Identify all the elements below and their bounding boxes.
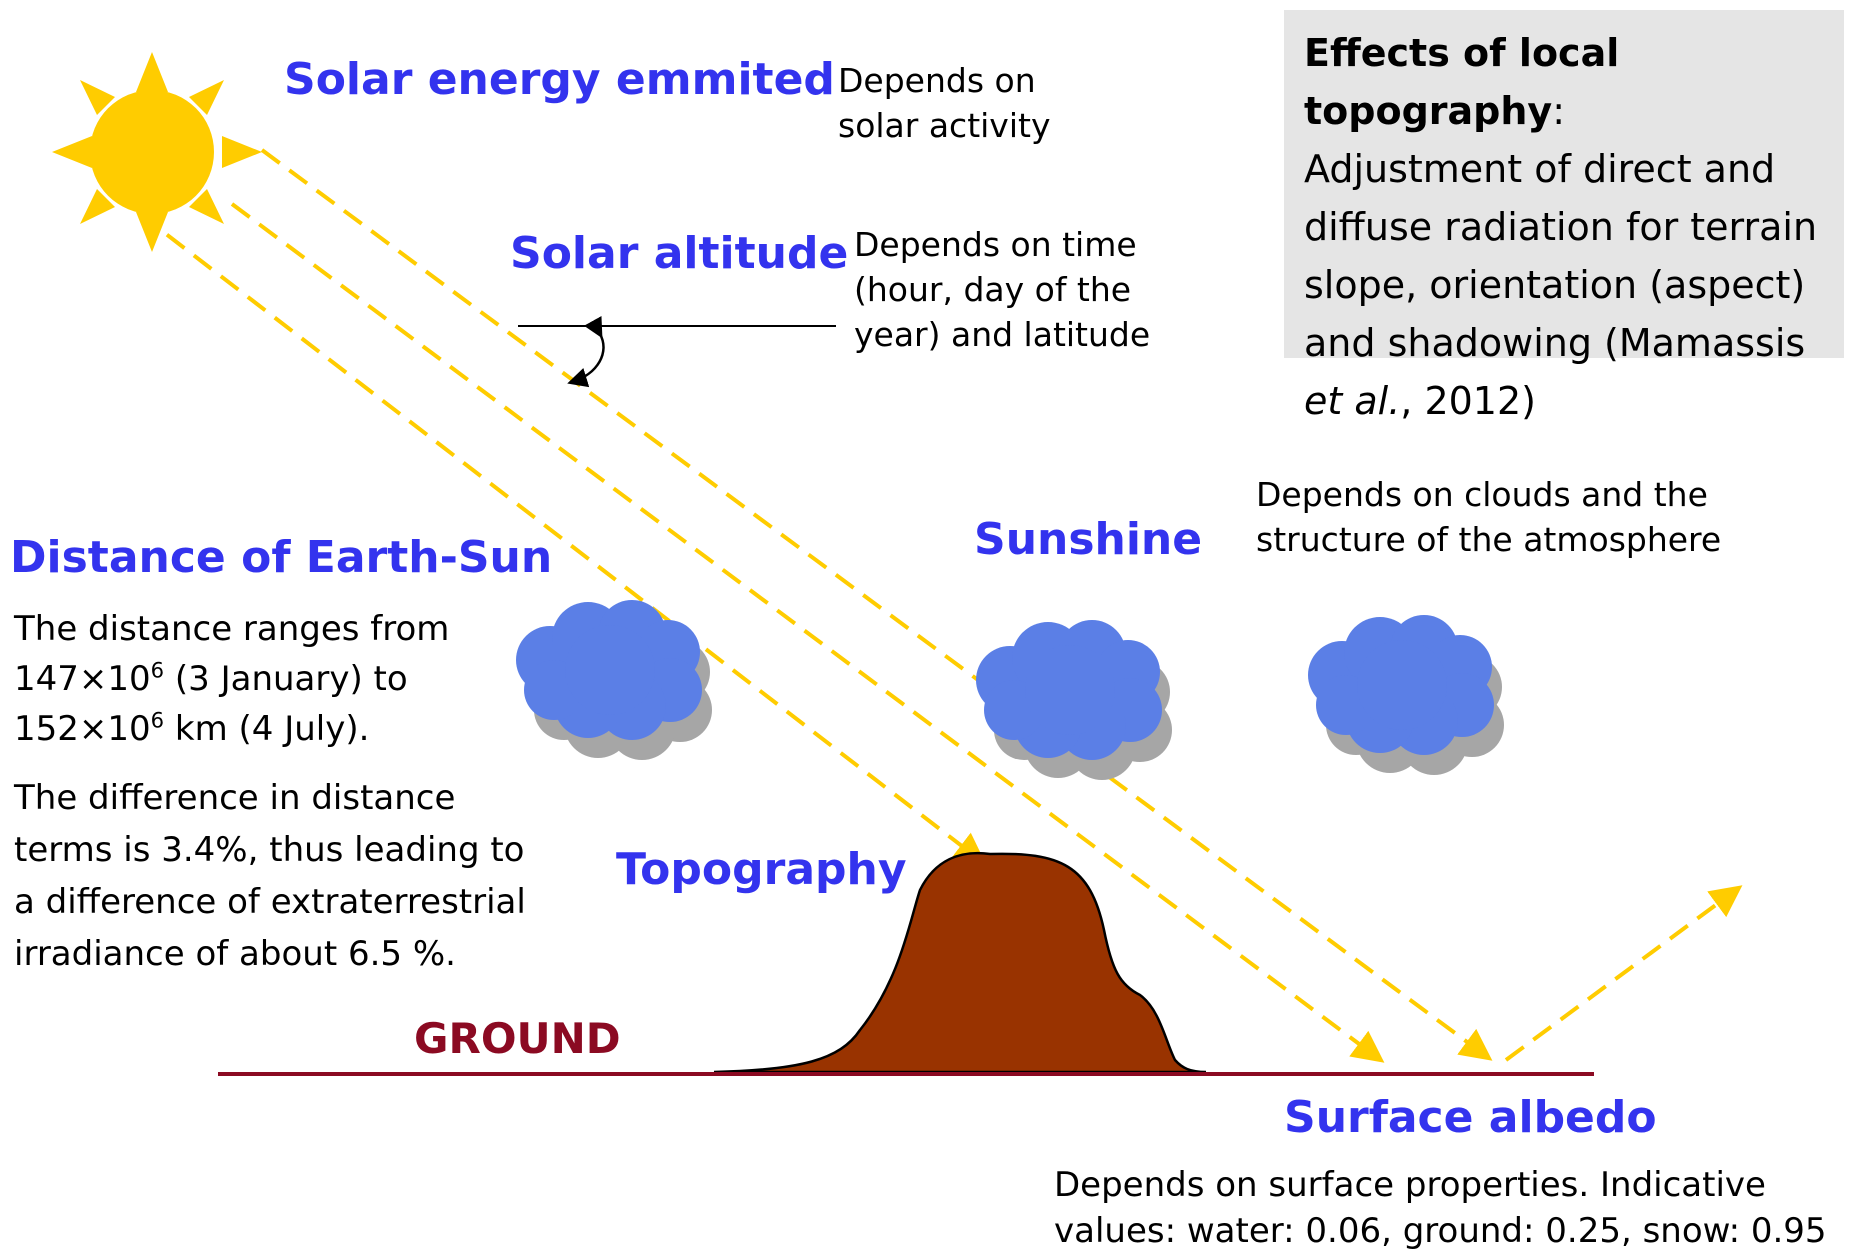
albedo-note: Depends on surface properties. Indicativ… xyxy=(1054,1162,1827,1254)
note-line: Depends on xyxy=(838,61,1036,100)
note-line: solar activity xyxy=(838,106,1051,145)
box-citation: et al., 2012) xyxy=(1304,379,1536,423)
sunshine-note: Depends on clouds and the structure of t… xyxy=(1256,472,1721,562)
note-line: year) and latitude xyxy=(854,315,1151,354)
topography-label: Topography xyxy=(616,844,907,895)
hill-shape xyxy=(713,851,1207,1074)
note-line: irradiance of about 6.5 %. xyxy=(14,934,456,974)
distance-range-note: The distance ranges from 147×106 (3 Janu… xyxy=(14,604,449,754)
box-line: slope, orientation (aspect) xyxy=(1304,263,1806,307)
ground-label: GROUND xyxy=(414,1014,621,1063)
ray-to-hill xyxy=(138,212,987,865)
note-line: Depends on surface properties. Indicativ… xyxy=(1054,1165,1766,1205)
albedo-label: Surface albedo xyxy=(1284,1092,1657,1143)
ray-to-ground xyxy=(230,202,1385,1063)
box-line: Adjustment of direct and xyxy=(1304,147,1776,191)
note-line: The difference in distance xyxy=(14,778,456,818)
note-line: values: water: 0.06, ground: 0.25, snow:… xyxy=(1054,1211,1827,1251)
solar-altitude-note: Depends on time (hour, day of the year) … xyxy=(854,222,1150,357)
solar-energy-note: Depends on solar activity xyxy=(838,58,1050,148)
sun-icon xyxy=(52,52,262,252)
reflected-ray xyxy=(1504,885,1743,1062)
sunshine-label: Sunshine xyxy=(974,514,1203,565)
solar-energy-label: Solar energy emmited xyxy=(284,54,835,105)
distance-label: Distance of Earth-Sun xyxy=(10,532,553,583)
solar-rays xyxy=(138,148,1743,1063)
note-line: The distance ranges from xyxy=(14,609,450,649)
note-line: terms is 3.4%, thus leading to xyxy=(14,830,525,870)
cloud-3 xyxy=(1308,615,1504,775)
altitude-angle-arrow xyxy=(567,316,605,388)
note-line: a difference of extraterrestrial xyxy=(14,882,526,922)
note-line: Depends on clouds and the xyxy=(1256,475,1708,514)
box-line: diffuse radiation for terrain xyxy=(1304,205,1818,249)
solar-altitude-label: Solar altitude xyxy=(510,228,849,279)
distance-difference-note: The difference in distance terms is 3.4%… xyxy=(14,772,526,980)
note-line: 147×106 (3 January) to xyxy=(14,657,408,699)
cloud-2 xyxy=(976,620,1172,780)
note-line: 152×106 km (4 July). xyxy=(14,707,370,749)
note-line: (hour, day of the xyxy=(854,270,1132,309)
cloud-1 xyxy=(516,600,712,760)
topography-effects-box: Effects of local topography: Adjustment … xyxy=(1284,10,1844,423)
ray-to-albedo xyxy=(260,148,1493,1061)
box-heading: Effects of local topography: xyxy=(1304,31,1620,133)
box-line: and shadowing (Mamassis xyxy=(1304,321,1806,365)
note-line: Depends on time xyxy=(854,225,1137,264)
note-line: structure of the atmosphere xyxy=(1256,520,1722,559)
